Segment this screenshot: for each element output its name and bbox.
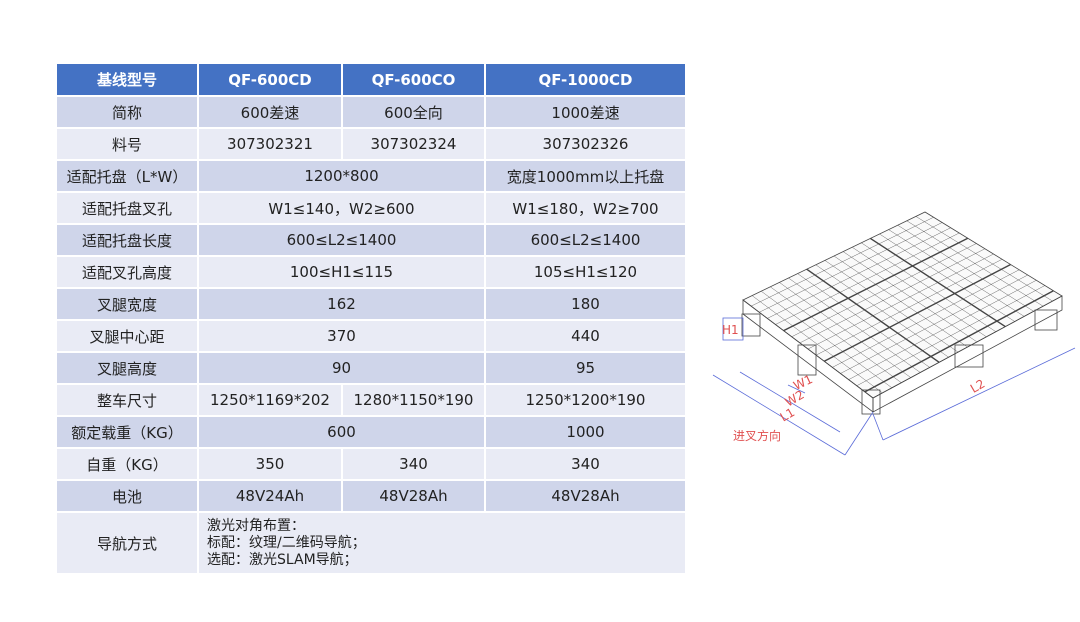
row-label: 适配托盘（L*W） [55,159,199,193]
pallet-diagram: H1 W1 W2 L1 L2 进叉方向 [712,211,1076,456]
cell: 600差速 [197,95,343,129]
label-l1: L1 [778,405,797,424]
cell: 307302324 [341,127,486,161]
label-direction: 进叉方向 [733,428,781,443]
table-row: 导航方式 激光对角布置： 标配：纹理/二维码导航； 选配：激光SLAM导航； [55,511,687,575]
cell: 162 [197,287,486,321]
row-label: 导航方式 [55,511,199,575]
cell: 1250*1200*190 [484,383,687,417]
table-row: 叉腿中心距 370 440 [55,319,687,353]
cell: 1280*1150*190 [341,383,486,417]
table-row: 料号 307302321 307302324 307302326 [55,127,687,161]
cell: 370 [197,319,486,353]
row-label: 叉腿高度 [55,351,199,385]
table-row: 适配托盘叉孔 W1≤140，W2≥600 W1≤180，W2≥700 [55,191,687,225]
table-row: 叉腿宽度 162 180 [55,287,687,321]
nav-line: 选配：激光SLAM导航； [207,551,358,568]
cell: 307302321 [197,127,343,161]
table-row: 适配叉孔高度 100≤H1≤115 105≤H1≤120 [55,255,687,289]
row-label: 自重（KG） [55,447,199,481]
table-row: 简称 600差速 600全向 1000差速 [55,95,687,129]
row-label: 叉腿宽度 [55,287,199,321]
table-row: 适配托盘（L*W） 1200*800 宽度1000mm以上托盘 [55,159,687,193]
row-label: 简称 [55,95,199,129]
cell: 1000 [484,415,687,449]
cell: 100≤H1≤115 [197,255,486,289]
cell: 340 [484,447,687,481]
table-row: 叉腿高度 90 95 [55,351,687,385]
label-w2: W2 [783,388,807,410]
cell: 600 [197,415,486,449]
cell: 1000差速 [484,95,687,129]
row-label: 适配叉孔高度 [55,255,199,289]
cell: 307302326 [484,127,687,161]
cell: 350 [197,447,343,481]
row-label: 适配托盘叉孔 [55,191,199,225]
label-l2: L2 [968,377,987,396]
table-row: 额定载重（KG） 600 1000 [55,415,687,449]
table-row: 电池 48V24Ah 48V28Ah 48V28Ah [55,479,687,513]
row-label: 适配托盘长度 [55,223,199,257]
cell: 95 [484,351,687,385]
navigation-cell: 激光对角布置： 标配：纹理/二维码导航； 选配：激光SLAM导航； [197,511,687,575]
nav-line: 标配：纹理/二维码导航； [207,534,366,551]
header-cell: QF-600CD [197,62,343,97]
row-label: 额定载重（KG） [55,415,199,449]
header-row: 基线型号 QF-600CD QF-600CO QF-1000CD [55,62,687,97]
nav-line: 激光对角布置： [207,517,305,534]
cell: 宽度1000mm以上托盘 [484,159,687,193]
cell: 600全向 [341,95,486,129]
pallet-drawing [741,211,1063,415]
row-label: 叉腿中心距 [55,319,199,353]
cell: 340 [341,447,486,481]
row-label: 电池 [55,479,199,513]
cell: 1250*1169*202 [197,383,343,417]
header-cell: QF-600CO [341,62,486,97]
header-cell: QF-1000CD [484,62,687,97]
cell: 600≤L2≤1400 [197,223,486,257]
cell: W1≤140，W2≥600 [197,191,486,225]
spec-table: 基线型号 QF-600CD QF-600CO QF-1000CD 简称 600差… [55,62,687,575]
cell: 105≤H1≤120 [484,255,687,289]
label-h1: H1 [722,323,739,337]
cell: 180 [484,287,687,321]
cell: 440 [484,319,687,353]
header-cell: 基线型号 [55,62,199,97]
dimension-lines [712,317,1076,456]
cell: 48V24Ah [197,479,343,513]
cell: W1≤180，W2≥700 [484,191,687,225]
row-label: 整车尺寸 [55,383,199,417]
row-label: 料号 [55,127,199,161]
table-row: 整车尺寸 1250*1169*202 1280*1150*190 1250*12… [55,383,687,417]
cell: 600≤L2≤1400 [484,223,687,257]
cell: 1200*800 [197,159,486,193]
table-row: 适配托盘长度 600≤L2≤1400 600≤L2≤1400 [55,223,687,257]
cell: 48V28Ah [484,479,687,513]
cell: 48V28Ah [341,479,486,513]
table-row: 自重（KG） 350 340 340 [55,447,687,481]
cell: 90 [197,351,486,385]
